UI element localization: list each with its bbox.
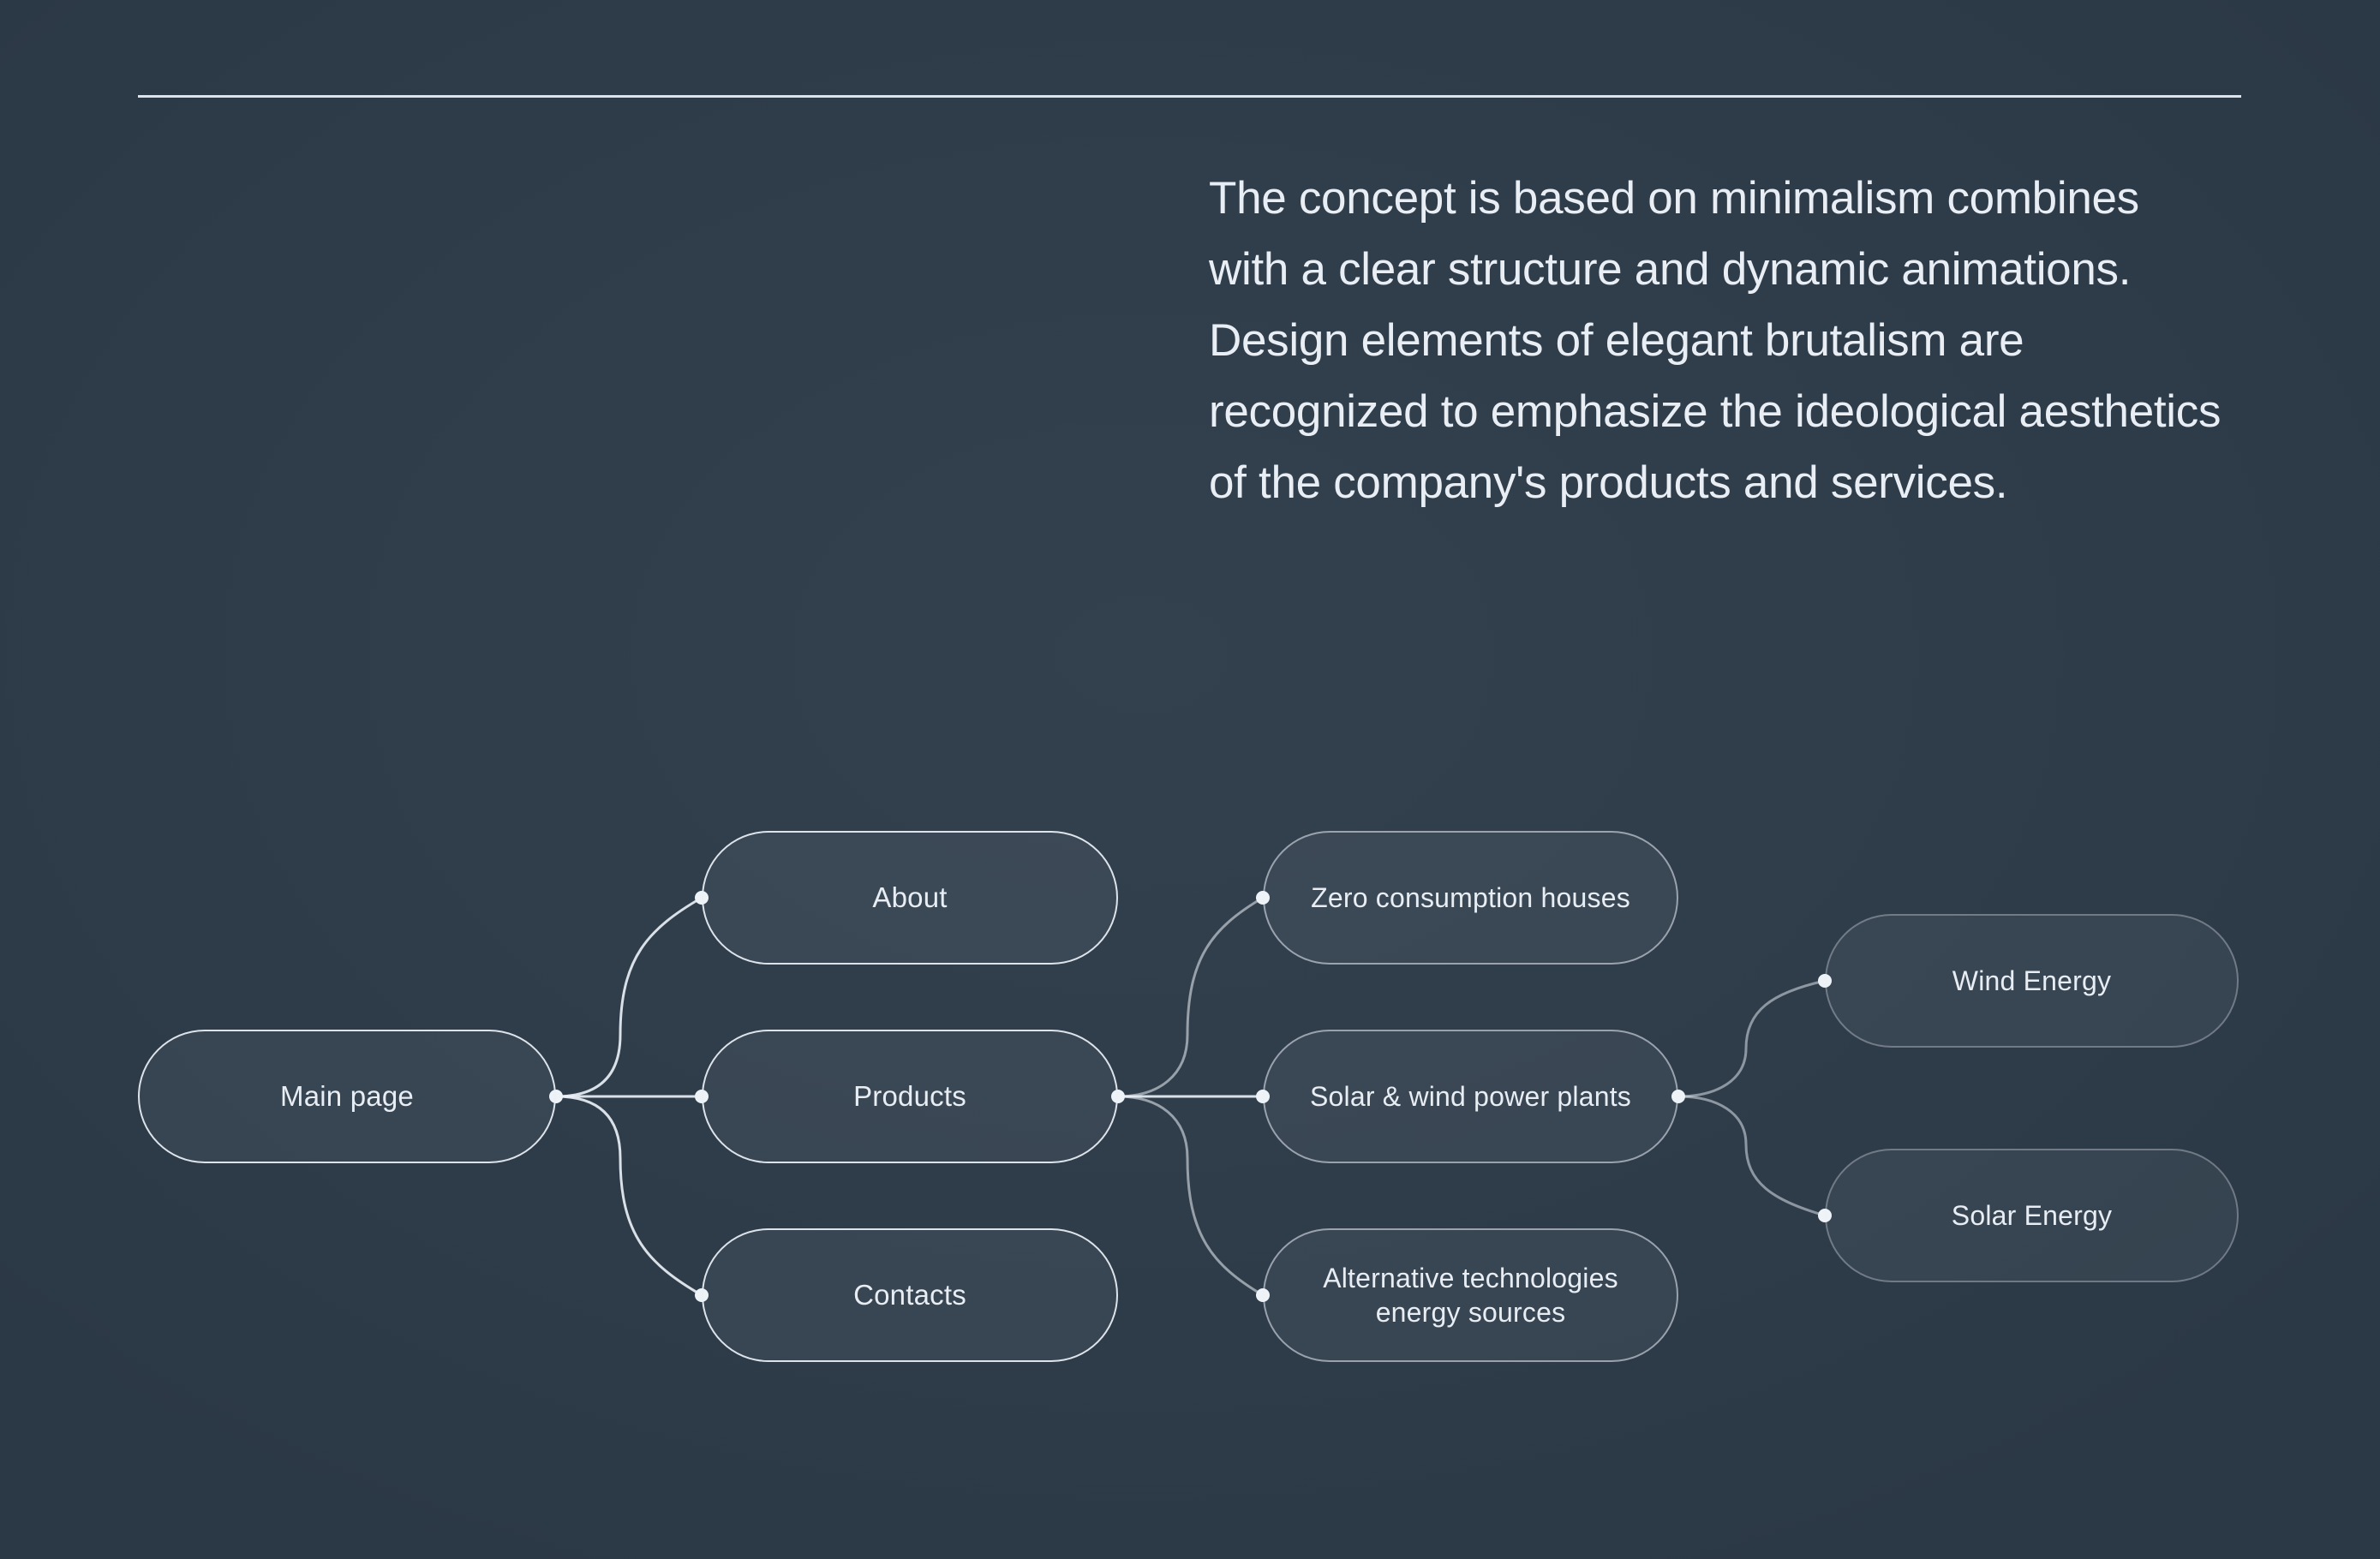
sitemap-node-label: Zero consumption houses xyxy=(1311,882,1630,913)
connector-line xyxy=(1116,896,1265,1098)
sitemap-node-wind-energy[interactable]: Wind Energy xyxy=(1825,914,2239,1048)
sitemap-node-main-page[interactable]: Main page xyxy=(138,1030,556,1163)
top-divider-rule xyxy=(138,95,2241,98)
sitemap-node-contacts[interactable]: Contacts xyxy=(702,1228,1118,1362)
sitemap-node-solar-energy[interactable]: Solar Energy xyxy=(1825,1149,2239,1282)
connector-line xyxy=(1116,1095,1265,1297)
sitemap-node-alternative-technologies[interactable]: Alternative technologies energy sources xyxy=(1263,1228,1678,1362)
sitemap-node-zero-consumption-houses[interactable]: Zero consumption houses xyxy=(1263,831,1678,965)
connector-line xyxy=(554,1095,703,1297)
concept-description-text: The concept is based on minimalism combi… xyxy=(1209,173,2222,508)
sitemap-node-label: About xyxy=(872,881,948,914)
sitemap-node-label: Alternative technologies energy sources xyxy=(1323,1263,1618,1328)
sitemap-node-about[interactable]: About xyxy=(702,831,1118,965)
sitemap-node-solar-wind-power-plants[interactable]: Solar & wind power plants xyxy=(1263,1030,1678,1163)
sitemap-node-label: Wind Energy xyxy=(1952,965,2112,996)
sitemap-node-products[interactable]: Products xyxy=(702,1030,1118,1163)
connector-line xyxy=(554,896,703,1098)
sitemap-node-label: Main page xyxy=(280,1080,414,1113)
connector-line xyxy=(1677,1095,1827,1217)
connector-line xyxy=(1677,979,1827,1098)
sitemap-node-label: Solar Energy xyxy=(1951,1200,2113,1231)
sitemap-node-label: Solar & wind power plants xyxy=(1310,1081,1631,1112)
sitemap-node-label: Contacts xyxy=(853,1279,966,1311)
sitemap-node-label: Products xyxy=(853,1080,966,1113)
